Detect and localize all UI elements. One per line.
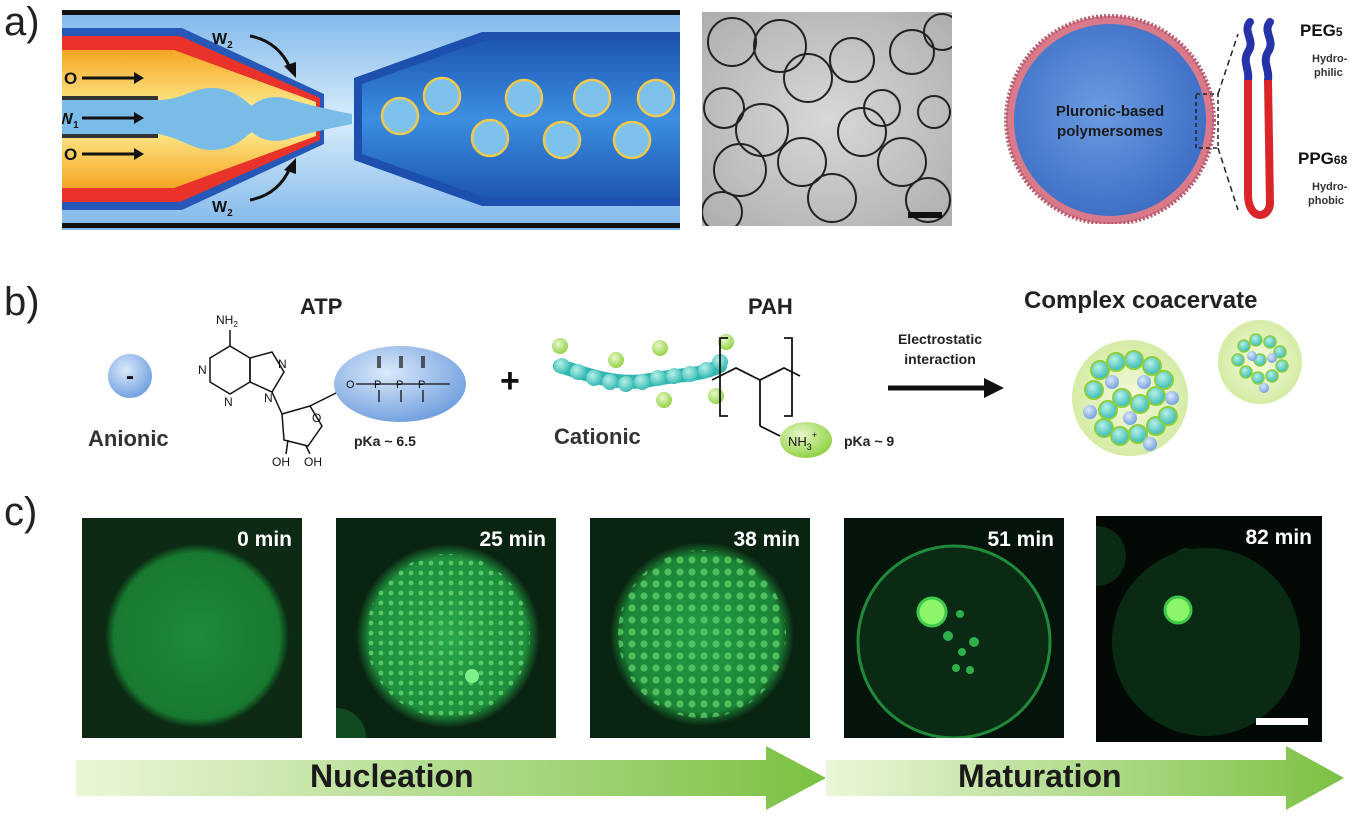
svg-text:W2: W2 [212,199,233,219]
w2-bottom-label: W [212,199,228,216]
svg-text:PPG68: PPG68 [1298,149,1348,168]
panel-b-label: b) [4,280,40,324]
atp-pka: pKa ~ 6.5 [354,433,416,449]
frame-82min: 82 min [1096,516,1322,742]
pah-structure [711,337,801,437]
atp-n2: N [224,395,233,409]
atp-n3: N [278,357,287,371]
oil-top-label: O [64,69,77,88]
atp-structure [209,330,351,455]
atp-title: ATP [300,294,342,319]
frame-time-label: 38 min [733,528,800,551]
arrow-label-2: interaction [904,351,976,367]
atp-oh2: OH [304,455,322,469]
frame-time-label: 0 min [237,528,292,551]
frame-time-label: 51 min [987,528,1054,551]
cationic-label: Cationic [554,424,641,449]
coacervate-droplet-large [1083,350,1179,451]
polymersome-label-line1: Pluronic-based [1056,103,1164,120]
arrow-label-1: Electrostatic [898,331,982,347]
polymersome-micrograph [702,12,952,226]
peg-desc-2: philic [1314,67,1343,79]
pah-pka: pKa ~ 9 [844,433,894,449]
atp-o-ring: O [312,411,321,425]
svg-text:W1: W1 [62,111,79,131]
ppg-sub: 68 [1334,153,1348,167]
frame-0min: 0 min [82,518,302,738]
coacervate-droplet-small [1231,333,1289,393]
svg-text:W2: W2 [212,31,233,51]
svg-text:NH3+: NH3+ [788,430,817,452]
svg-text:NH2: NH2 [216,313,238,329]
atp-p1: P [374,379,381,391]
panel-a-label: a) [4,0,40,44]
pah-nh: NH [788,434,807,449]
w2-top-sub: 2 [227,40,233,51]
stage-arrows [76,746,1344,810]
peg-desc-1: Hydro- [1312,53,1348,65]
pah-title: PAH [748,294,793,319]
panel-b-diagram: ATP - Anionic NH2 N N N N O OH OH O P P … [88,287,1302,469]
anionic-label: Anionic [88,426,169,451]
ppg-desc-1: Hydro- [1312,181,1348,193]
cationic-chain [552,334,734,408]
microfluidic-device: O W1 O W2 W2 [62,10,680,230]
atp-nh2-sub: 2 [233,320,238,329]
w2-top-label: W [212,31,228,48]
stage-nucleation: Nucleation [310,758,474,794]
product-title: Complex coacervate [1024,287,1257,314]
atp-p2: P [396,379,403,391]
plus-sign: + [500,362,520,400]
pah-nh-sup: + [812,430,817,440]
frame-51min: 51 min [844,518,1064,738]
peg-sub: 5 [1336,25,1343,39]
panel-c-label: c) [4,490,38,534]
w2-bottom-sub: 2 [227,208,233,219]
frame-25min: 25 min [336,518,556,738]
polymersome-diagram: Pluronic-based polymersomes PEG5 Hydro- … [1004,14,1348,224]
atp-nh2: NH [216,313,233,327]
ppg-label: PPG [1298,149,1334,168]
ppg-desc-2: phobic [1308,195,1344,207]
atp-n4: N [264,391,273,405]
anionic-sign: - [126,363,134,390]
pah-nh-sub: 3 [807,442,812,452]
frame-time-label: 25 min [479,528,546,551]
atp-oh1: OH [272,455,290,469]
svg-text:PEG5: PEG5 [1300,21,1343,40]
peg-label: PEG [1300,21,1336,40]
atp-o-link: O [346,379,355,391]
frame-38min: 38 min [590,518,810,738]
w1-sub: 1 [73,120,79,131]
atp-p3: P [418,379,425,391]
stage-maturation: Maturation [958,758,1122,794]
frame-time-label: 82 min [1245,526,1312,549]
w1-label: W [62,111,74,128]
atp-n1: N [198,363,207,377]
oil-bottom-label: O [64,145,77,164]
polymersome-label-line2: polymersomes [1057,123,1163,140]
